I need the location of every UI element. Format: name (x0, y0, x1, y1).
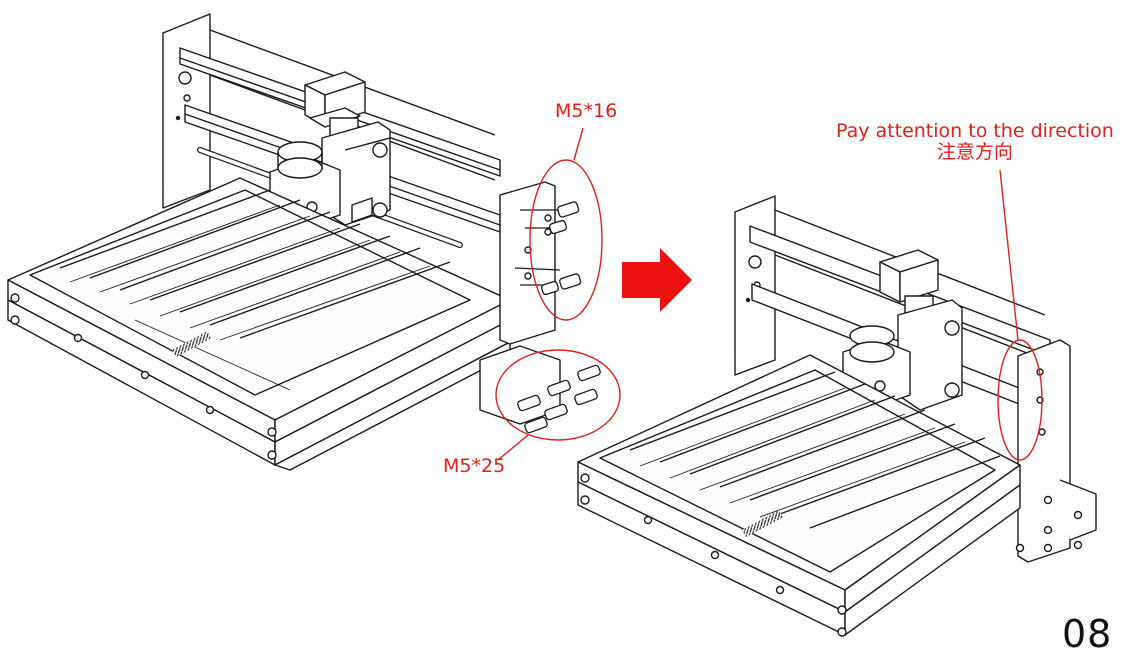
highlight-ring-direction (997, 339, 1043, 461)
callout-m5-25-screws: M5*25 (443, 455, 506, 477)
arrow-right-icon (622, 248, 692, 312)
callout-direction-note: Pay attention to the direction 注意方向 (836, 121, 1114, 163)
highlight-ring-upper-screws (529, 159, 603, 321)
page-number: 08 (1062, 612, 1113, 656)
callout-m5-16-screws: M5*16 (555, 100, 618, 122)
direction-note-english: Pay attention to the direction (836, 120, 1114, 142)
cnc-machine-exploded-view (7, 13, 601, 471)
highlight-ring-lower-screws (495, 349, 621, 441)
direction-note-chinese: 注意方向 (936, 140, 1013, 163)
cnc-machine-assembled-view (577, 195, 1097, 637)
